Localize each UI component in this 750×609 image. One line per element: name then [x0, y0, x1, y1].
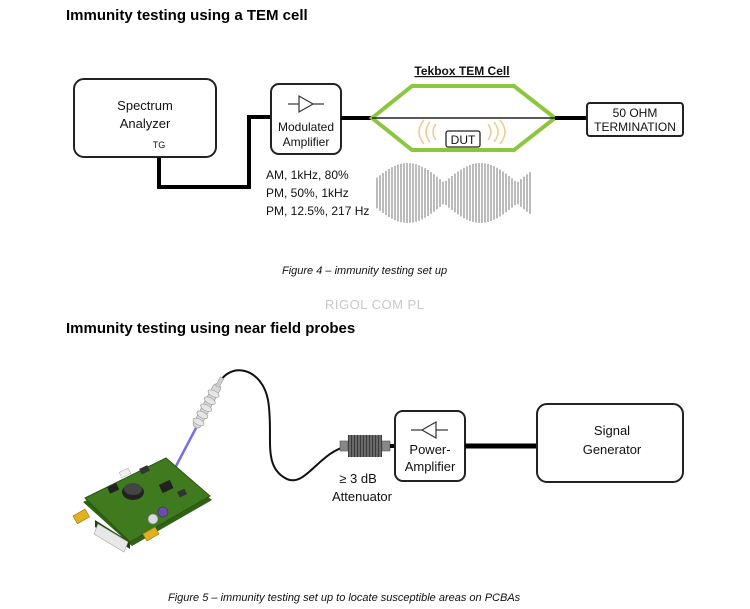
pcb-board-icon — [72, 457, 212, 553]
tg-cable — [157, 115, 272, 189]
modulated-waveform — [376, 163, 531, 223]
modulation-line-2: PM, 50%, 1kHz — [266, 186, 349, 200]
termination-label-2: TERMINATION — [594, 120, 676, 134]
section1-heading: Immunity testing using a TEM cell — [66, 7, 308, 24]
attenuator-label-2: Attenuator — [332, 489, 393, 504]
amplifier-icon — [288, 94, 324, 114]
field-wave-icon — [418, 119, 506, 145]
modulation-line-1: AM, 1kHz, 80% — [266, 168, 349, 182]
modulation-line-3: PM, 12.5%, 217 Hz — [266, 204, 369, 218]
watermark: RIGOL COM PL — [325, 297, 425, 312]
probe-cable — [217, 369, 349, 482]
tem-cell-diagram: Spectrum Analyzer TG Modulated Amplifier… — [73, 64, 684, 223]
attenuator-label-1: ≥ 3 dB — [339, 471, 377, 486]
termination-box — [586, 102, 684, 137]
signal-generator-box — [536, 403, 684, 483]
tg-port-label: TG — [153, 140, 166, 150]
signal-generator-label-2: Generator — [583, 442, 642, 457]
power-amplifier-label-2: Amplifier — [405, 459, 456, 474]
dut-label: DUT — [451, 133, 476, 147]
figure4-caption: Figure 4 – immunity testing set up — [282, 265, 448, 277]
spectrum-analyzer-label-1: Spectrum — [117, 98, 173, 113]
tem-cell-title: Tekbox TEM Cell — [414, 64, 509, 78]
amplifier-icon — [411, 420, 448, 440]
spectrum-analyzer-label-2: Analyzer — [120, 116, 171, 131]
termination-label-1: 50 OHM — [613, 106, 658, 120]
power-amplifier-label-1: Power- — [409, 442, 450, 457]
modulated-amplifier-label-1: Modulated — [278, 120, 334, 134]
dut-box — [445, 130, 481, 148]
section2-heading: Immunity testing using near field probes — [66, 320, 356, 337]
signal-generator-label-1: Signal — [594, 423, 630, 438]
attenuator-icon — [339, 435, 391, 457]
spectrum-analyzer-box — [73, 78, 217, 158]
near-field-probe-icon — [171, 376, 225, 472]
figure5-caption: Figure 5 – immunity testing set up to lo… — [168, 592, 521, 604]
modulated-amplifier-label-2: Amplifier — [283, 135, 330, 149]
